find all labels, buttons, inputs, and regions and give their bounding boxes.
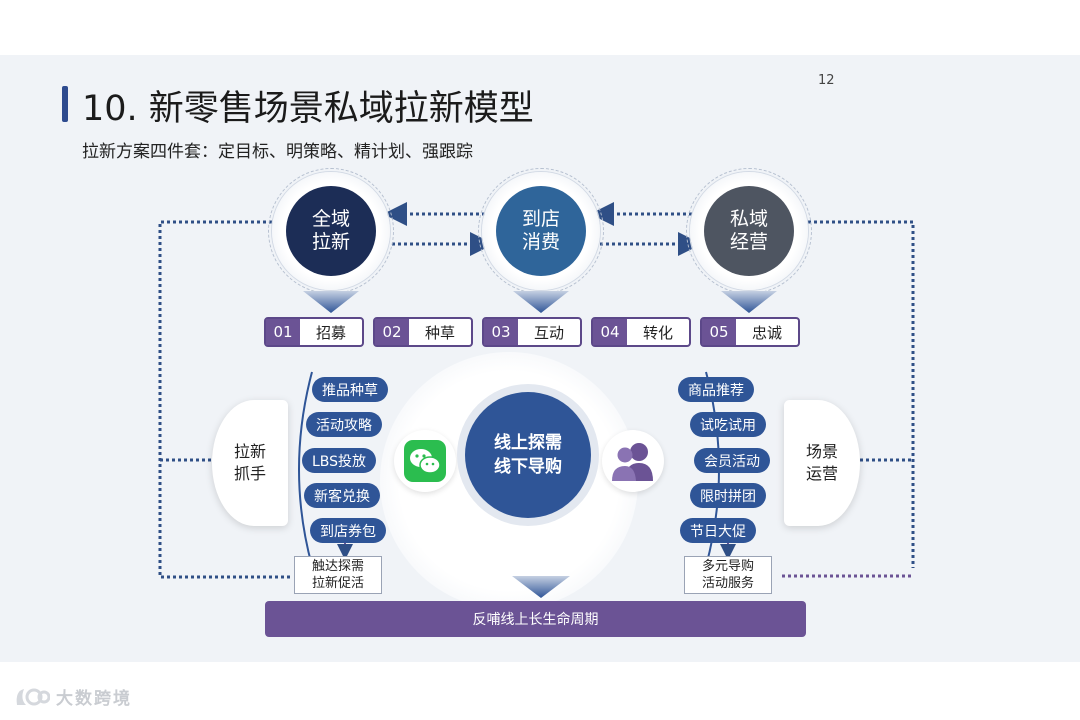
step-04: 04 转化 <box>591 317 691 347</box>
step-num: 02 <box>375 319 409 345</box>
step-05: 05 忠诚 <box>700 317 800 347</box>
left-panel-laxin-zhuashou: 拉新 抓手 <box>212 400 288 526</box>
step-03: 03 互动 <box>482 317 582 347</box>
right-loop-line <box>808 220 915 568</box>
funnel-arrow-1 <box>303 291 359 313</box>
step-num: 04 <box>593 319 627 345</box>
right-pill-shichi-shiyong: 试吃试用 <box>690 412 766 437</box>
left-box-chuda-tanxu: 触达探需 拉新促活 <box>294 556 382 594</box>
left-loop-line <box>158 220 292 579</box>
circle-quanyu-label: 全域 拉新 <box>286 186 376 276</box>
right-pill-shangpin-tuijian: 商品推荐 <box>678 377 754 402</box>
left-pill-huodong-gonglve: 活动攻略 <box>306 412 382 437</box>
page-title: 10. 新零售场景私域拉新模型 <box>82 89 534 129</box>
step-label: 种草 <box>424 323 455 342</box>
circle-daodian-label: 到店 消费 <box>496 186 586 276</box>
funnel-arrow-3 <box>721 291 777 313</box>
page-subtitle: 拉新方案四件套：定目标、明策略、精计划、强跟踪 <box>82 142 473 162</box>
funnel-arrow-2 <box>513 291 569 313</box>
wechat-icon <box>404 440 446 482</box>
step-02: 02 种草 <box>373 317 473 347</box>
step-01: 01 招募 <box>264 317 364 347</box>
step-num: 05 <box>702 319 736 345</box>
right-pill-huiyuan-huodong: 会员活动 <box>694 448 770 473</box>
users-icon <box>612 443 653 481</box>
page-number: 12 <box>818 73 835 88</box>
step-label: 招募 <box>315 323 346 342</box>
left-pill-daodian-quanbao: 到店券包 <box>310 518 386 543</box>
left-pill-tuipin-zhongcao: 推品种草 <box>312 377 388 402</box>
circle-quanyu-laxin: 全域 拉新 <box>268 168 394 294</box>
step-label: 转化 <box>642 323 673 342</box>
circle-siyu-jingying: 私域 经营 <box>686 168 812 294</box>
step-label: 忠诚 <box>751 323 782 342</box>
step-num: 01 <box>266 319 300 345</box>
users-icon-circle <box>602 430 664 492</box>
circle-daodian-xiaofei: 到店 消费 <box>478 168 604 294</box>
step-label: 互动 <box>533 323 564 342</box>
watermark-text: 大数跨境 <box>56 689 132 709</box>
left-pill-lbs-toufang: LBS投放 <box>302 448 377 473</box>
funnel-arrow-bottom <box>512 576 570 598</box>
right-pill-xianshi-pintuan: 限时拼团 <box>690 483 766 508</box>
right-box-duoyuan-daogou: 多元导购 活动服务 <box>684 556 772 594</box>
step-num: 03 <box>484 319 518 345</box>
watermark: 大数跨境 <box>14 684 132 709</box>
title-accent-bar <box>62 86 68 122</box>
center-online-offline: 线上探需 线下导购 <box>465 392 591 518</box>
right-pill-jieri-dacu: 节日大促 <box>680 518 756 543</box>
right-panel-changjing-yunying: 场景 运营 <box>784 400 860 526</box>
circle-siyu-label: 私域 经营 <box>704 186 794 276</box>
watermark-logo-icon <box>16 688 50 705</box>
left-pill-xinke-duihuan: 新客兑换 <box>304 483 380 508</box>
wechat-icon-circle <box>394 430 456 492</box>
bottom-bar-fanbu: 反哺线上长生命周期 <box>265 601 806 637</box>
